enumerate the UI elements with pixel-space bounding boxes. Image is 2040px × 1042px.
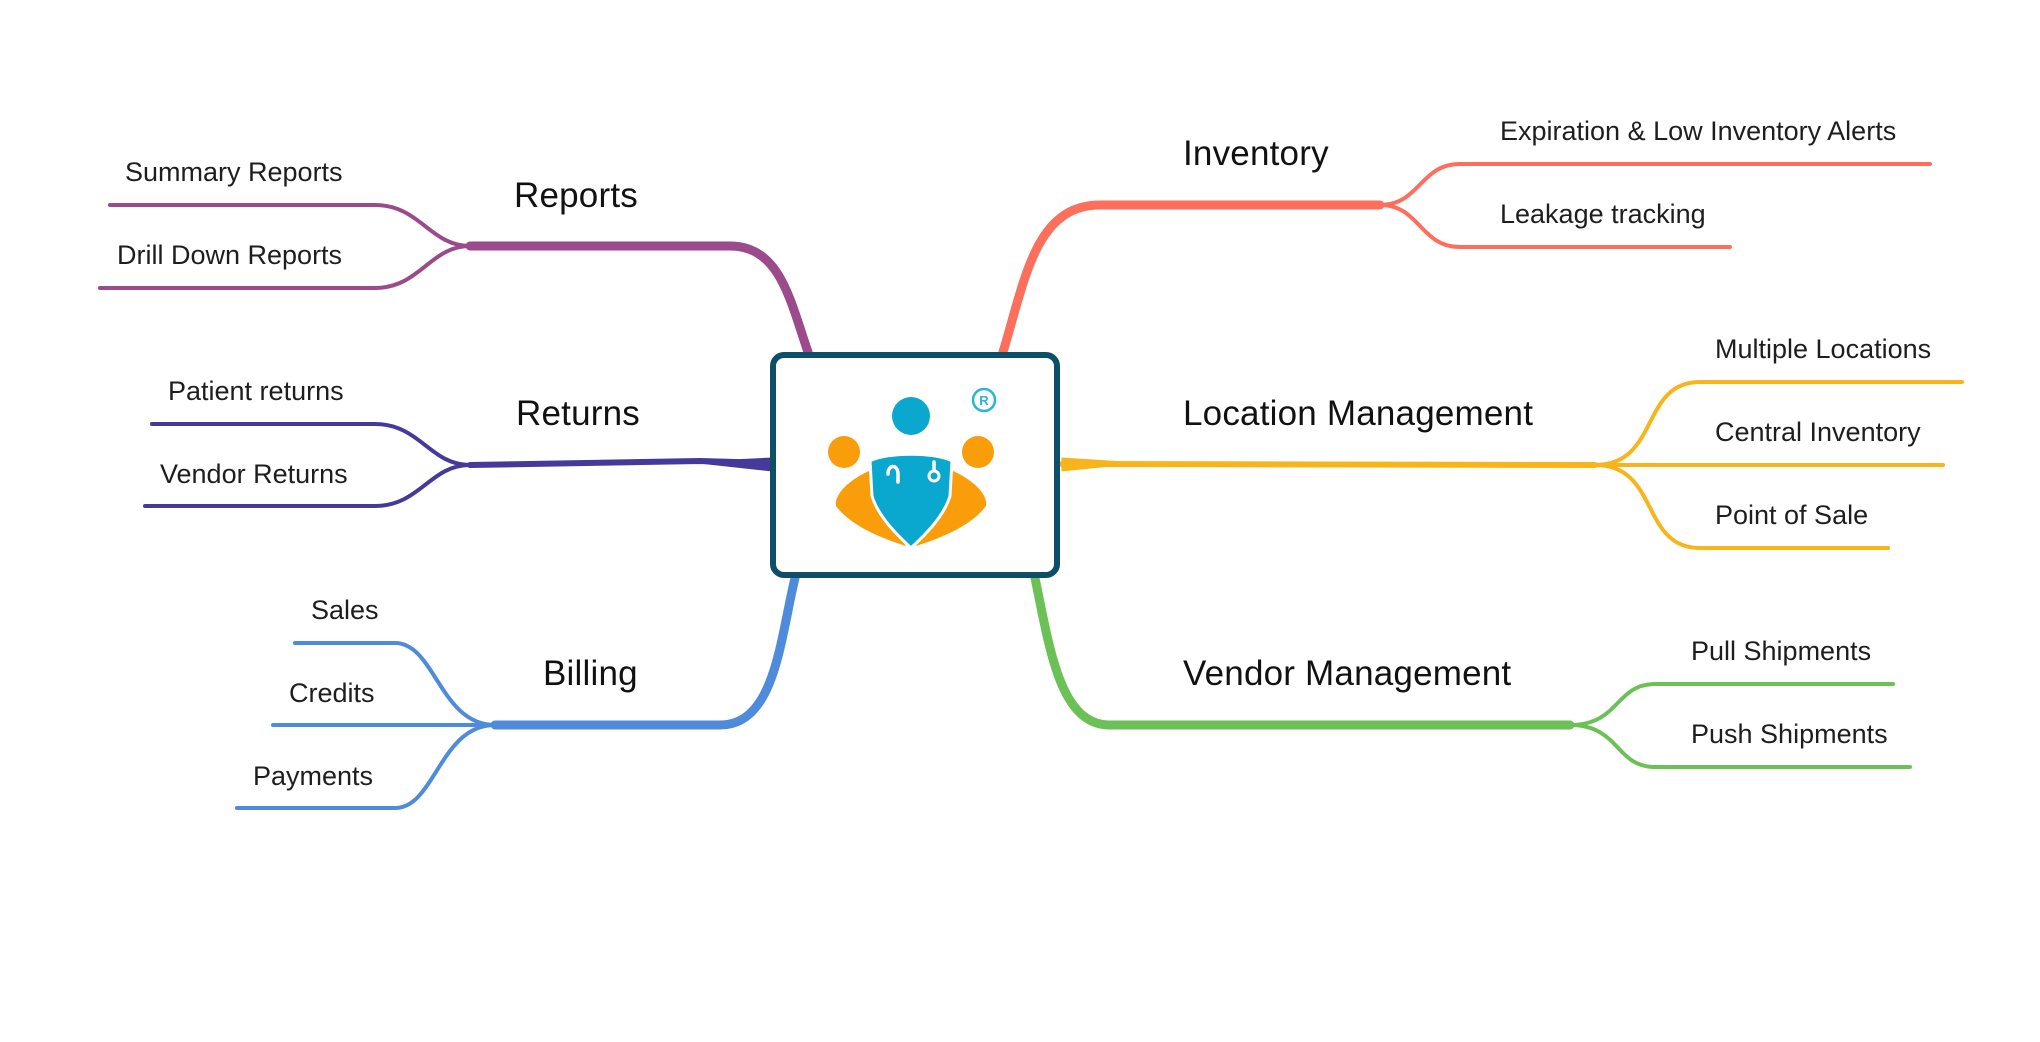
connector-drill-down-reports	[98, 244, 472, 290]
connector-point-of-sale	[1593, 463, 1890, 550]
patient-right-head-icon	[962, 436, 994, 468]
subtopic-sales[interactable]: Sales	[311, 595, 379, 625]
doctor-head-icon	[892, 397, 930, 435]
subtopic-drill-down-reports[interactable]: Drill Down Reports	[117, 240, 343, 270]
subtopic-credits[interactable]: Credits	[289, 678, 375, 708]
subtopic-summary-reports[interactable]: Summary Reports	[125, 157, 343, 187]
topic-returns[interactable]: Returns	[516, 394, 640, 433]
topic-billing[interactable]: Billing	[543, 654, 638, 693]
patient-right-body-icon	[916, 470, 987, 546]
registered-mark-icon	[971, 387, 997, 413]
subtopic-central-inventory[interactable]: Central Inventory	[1715, 417, 1921, 447]
doctor-body-icon	[868, 452, 954, 551]
patient-left-head-icon	[828, 436, 860, 468]
connector-expiration-alerts	[1378, 162, 1932, 207]
topic-vendor-management[interactable]: Vendor Management	[1183, 654, 1512, 693]
connector-location-main	[1059, 461, 1598, 468]
connector-payments	[235, 723, 497, 810]
branch-returns-lines	[143, 422, 775, 508]
connector-push-shipments	[1568, 723, 1912, 769]
connector-leakage-tracking	[1378, 203, 1732, 249]
central-node[interactable]: R	[770, 352, 1060, 578]
connector-summary-reports	[108, 203, 472, 248]
connector-inventory-main	[998, 200, 1385, 357]
subtopic-pull-shipments[interactable]: Pull Shipments	[1691, 636, 1872, 666]
branch-vendor-lines	[1030, 573, 1912, 769]
subtopic-expiration-low-inventory-alerts[interactable]: Expiration & Low Inventory Alerts	[1500, 116, 1897, 146]
subtopic-leakage-tracking[interactable]: Leakage tracking	[1500, 199, 1706, 229]
branch-inventory-lines	[998, 162, 1932, 357]
subtopic-push-shipments[interactable]: Push Shipments	[1691, 719, 1888, 749]
branch-location-lines	[1059, 380, 1964, 550]
registered-mark-text: R	[979, 393, 989, 408]
connector-vendor-returns	[143, 463, 472, 508]
branch-reports-lines	[98, 203, 813, 357]
topic-location-management[interactable]: Location Management	[1183, 394, 1534, 433]
stethoscope-bell-icon	[927, 469, 941, 483]
subtopic-patient-returns[interactable]: Patient returns	[168, 376, 344, 406]
connector-billing-main	[490, 573, 800, 730]
connector-pull-shipments	[1568, 682, 1895, 727]
connector-patient-returns	[150, 422, 472, 467]
stethoscope-icon	[886, 460, 936, 484]
connector-sales	[293, 641, 497, 727]
connector-reports-main	[465, 241, 813, 357]
subtopic-point-of-sale[interactable]: Point of Sale	[1715, 500, 1869, 530]
topic-inventory[interactable]: Inventory	[1183, 134, 1329, 173]
patient-left-body-icon	[835, 470, 906, 546]
subtopic-multiple-locations[interactable]: Multiple Locations	[1715, 334, 1932, 364]
subtopic-vendor-returns[interactable]: Vendor Returns	[160, 459, 348, 489]
connector-vendor-main	[1030, 573, 1575, 730]
branch-billing-lines	[235, 573, 800, 810]
connector-multiple-locations	[1593, 380, 1964, 467]
topic-reports[interactable]: Reports	[514, 176, 638, 215]
doctor-logo-icon: R	[828, 387, 997, 551]
subtopic-payments[interactable]: Payments	[253, 761, 374, 791]
